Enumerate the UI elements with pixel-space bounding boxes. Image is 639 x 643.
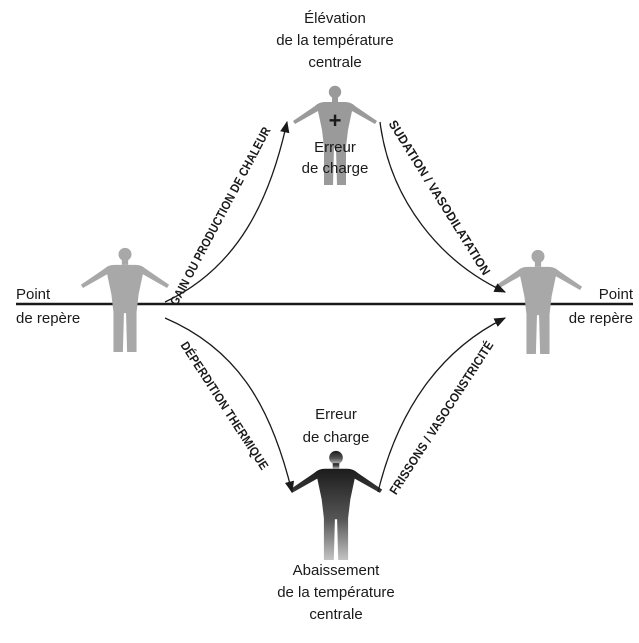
shiver-label: FRISSONS / VASOCONSTRICITÉ: [386, 338, 497, 497]
sweat-arrow: [379, 121, 507, 293]
loss-label: DÉPERDITION THERMIQUE: [178, 339, 272, 473]
load-error-top-line-2: de charge: [302, 160, 369, 177]
gain-arrow: [164, 120, 290, 303]
load-error-bottom-line-1: Erreur: [315, 406, 357, 423]
fall-line-1: Abaissement: [293, 562, 381, 579]
setpoint-right-line-1: Point: [599, 286, 634, 303]
setpoint-left-line-1: Point: [16, 286, 51, 303]
rise-line-2: de la température: [276, 32, 394, 49]
fall-line-2: de la température: [277, 584, 395, 601]
human-figure-icon: [80, 247, 170, 352]
loss-arrow: [164, 317, 295, 494]
rise-line-3: centrale: [308, 54, 361, 71]
shiver-arrow: [377, 317, 507, 493]
plus-sign: +: [329, 108, 342, 133]
setpoint-right-line-2: de repère: [569, 310, 633, 327]
fall-line-3: centrale: [309, 606, 362, 623]
load-error-top-line-1: Erreur: [314, 139, 356, 156]
rise-line-1: Élévation: [304, 10, 366, 27]
human-figure-icon: [493, 249, 583, 354]
sweat-label: SUDATION / VASODILATATION: [386, 118, 493, 278]
human-figure-icon: [289, 450, 383, 560]
setpoint-left-line-2: de repère: [16, 310, 80, 327]
gain-label: GAIN OU PRODUCTION DE CHALEUR: [167, 125, 273, 308]
load-error-bottom-line-2: de charge: [303, 429, 370, 446]
